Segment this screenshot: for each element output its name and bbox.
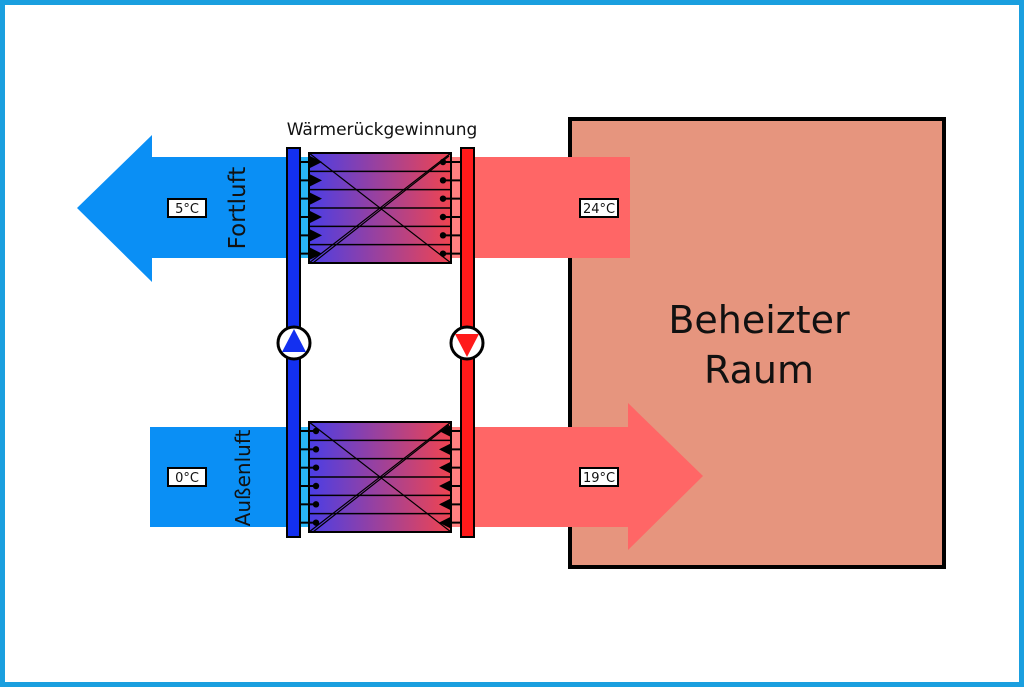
flow-dot-icon [439, 213, 447, 221]
flow-dot-icon [439, 250, 447, 257]
flow-dot-icon [312, 482, 320, 490]
flow-dot-icon [439, 195, 447, 202]
hot-side-gap-top [450, 157, 462, 258]
exhaust-temp-badge: 5°C [167, 198, 207, 218]
title-label: Wärmerückgewinnung [287, 120, 478, 140]
cold-side-gap-bottom [300, 427, 310, 527]
exchanger-diagonal [308, 421, 452, 533]
exhaust-temp: 5°C [175, 202, 199, 217]
room-label-line2: Raum [704, 348, 814, 392]
room-label-line1: Beheizter [668, 298, 850, 342]
exchanger-diagonal [312, 424, 450, 533]
flow-dot-icon [439, 158, 447, 166]
pump-up-arrow-icon [282, 329, 306, 352]
pump-down-arrow-icon [455, 334, 479, 357]
hot-side-gap-bottom [450, 427, 462, 527]
flow-dot-icon [312, 427, 320, 435]
flow-dot-icon [439, 177, 447, 184]
extract-temp: 24°C [583, 202, 615, 217]
exchanger-diagonal [308, 152, 452, 264]
exchanger-diagonal [312, 155, 450, 264]
outdoor-air-label: Außenluft [231, 429, 255, 526]
supply-temp-badge: 19°C [579, 467, 619, 487]
flow-dot-icon [312, 501, 320, 508]
extract-temp-badge: 24°C [579, 198, 619, 218]
exhaust-air-label: Fortluft [225, 167, 251, 250]
outdoor-temp: 0°C [175, 471, 199, 486]
outdoor-temp-badge: 0°C [167, 467, 207, 487]
heat-exchanger-bottom [300, 421, 461, 533]
flow-dot-icon [312, 464, 320, 471]
cold-side-gap-top [300, 157, 310, 258]
flow-dot-icon [312, 519, 320, 526]
supply-temp: 19°C [583, 471, 615, 486]
cold-pump [276, 325, 312, 361]
heat-exchanger-top [300, 152, 461, 264]
flow-dot-icon [439, 232, 447, 239]
hot-pump [449, 325, 485, 361]
flow-dot-icon [312, 446, 320, 453]
